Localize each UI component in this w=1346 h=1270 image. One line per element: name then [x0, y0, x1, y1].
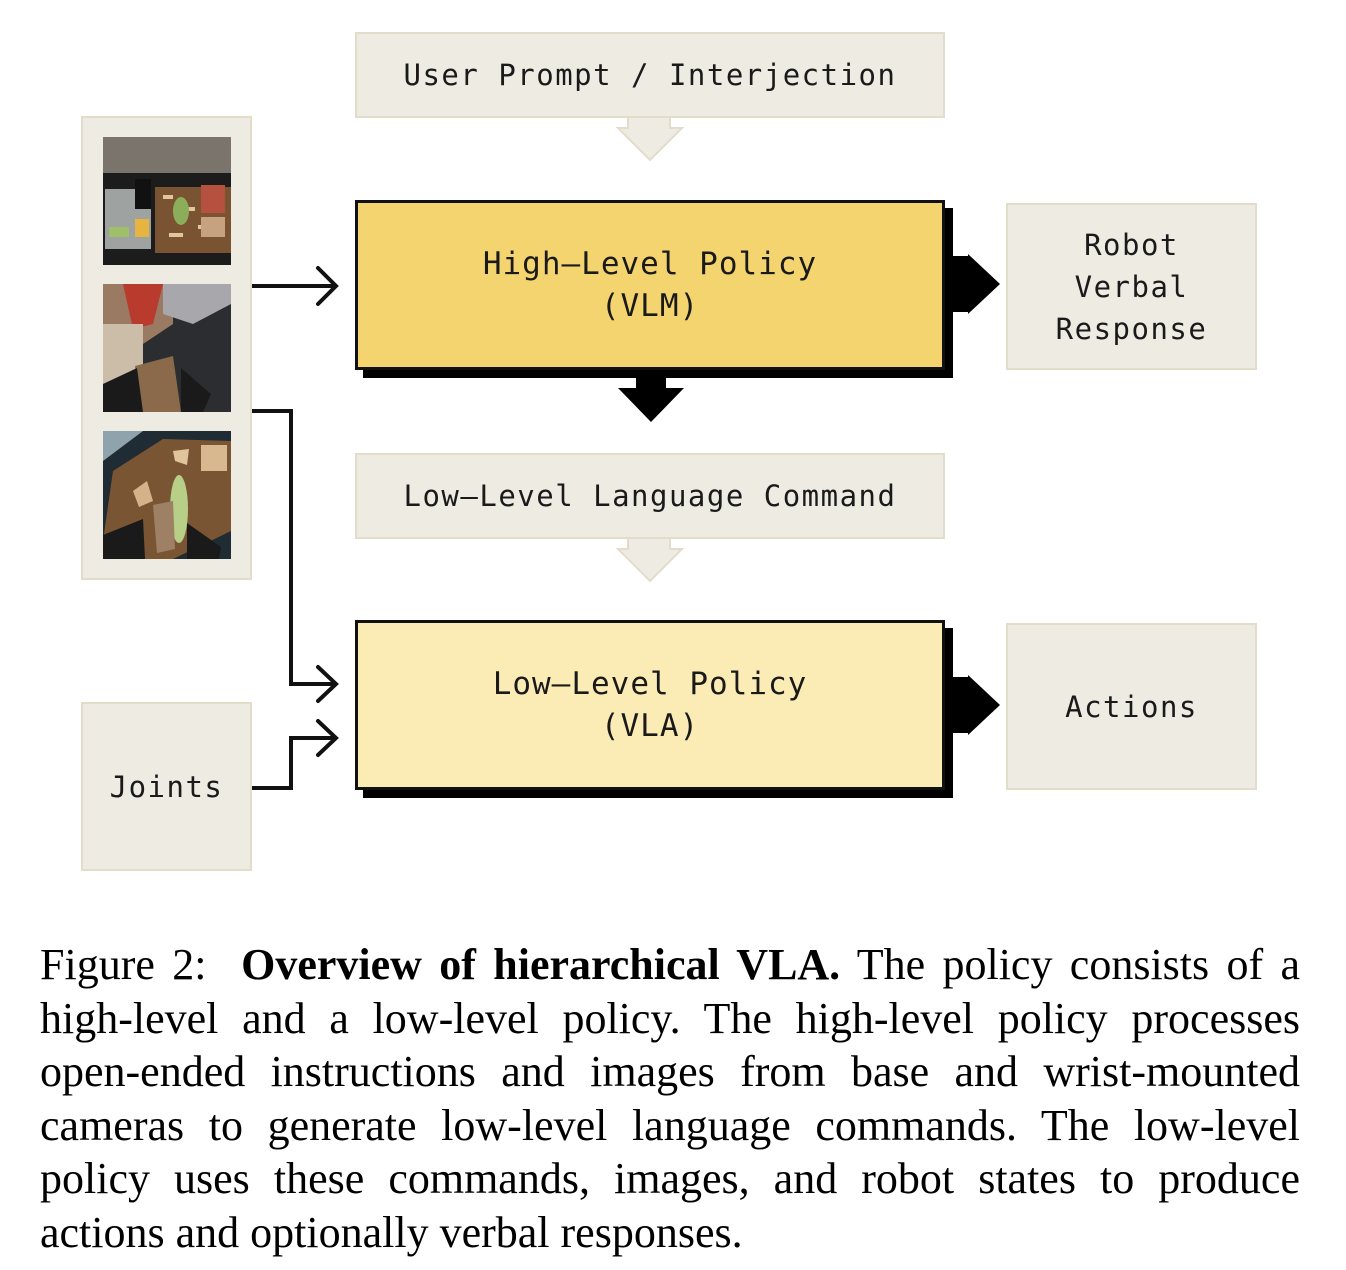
- high-to-command-arrow: [618, 374, 684, 422]
- low-level-policy-box: Low–Level Policy (VLA): [355, 620, 945, 790]
- images-to-high-arrow: [250, 266, 339, 306]
- caption-title: Overview of hierarchical VLA.: [241, 940, 841, 989]
- actions-label: Actions: [1065, 689, 1198, 724]
- caption-label: Figure 2:: [40, 940, 207, 989]
- robot-verbal-response-box: Robot Verbal Response: [1006, 203, 1257, 370]
- verbal-response-line-2: Verbal: [1074, 269, 1189, 304]
- camera-image-wrist-left: [103, 284, 231, 412]
- verbal-response-line-1: Robot: [1084, 227, 1179, 262]
- user-prompt-box: User Prompt / Interjection: [355, 32, 945, 118]
- joints-label: Joints: [109, 769, 224, 804]
- low-level-policy-title: Low–Level Policy: [492, 666, 808, 702]
- command-down-arrow: [615, 536, 685, 583]
- high-level-policy-title: High–Level Policy: [482, 246, 818, 282]
- prompt-down-arrow: [615, 115, 685, 162]
- verbal-response-line-3: Response: [1055, 311, 1208, 346]
- low-level-command-box: Low–Level Language Command: [355, 453, 945, 539]
- low-to-actions-arrow: [952, 675, 1000, 735]
- joints-to-low-arrow: [252, 719, 339, 790]
- high-to-verbal-arrow: [952, 254, 1000, 314]
- high-level-policy-box: High–Level Policy (VLM): [355, 200, 945, 370]
- high-level-policy-model: (VLM): [600, 288, 700, 324]
- user-prompt-label: User Prompt / Interjection: [403, 58, 897, 92]
- figure-caption: Figure 2: Overview of hierarchical VLA. …: [40, 938, 1300, 1259]
- camera-image-wrist-right: [103, 431, 231, 559]
- actions-box: Actions: [1006, 623, 1257, 790]
- low-level-command-label: Low–Level Language Command: [403, 479, 897, 513]
- low-level-policy-model: (VLA): [600, 708, 700, 744]
- images-to-low-arrow: [252, 409, 339, 703]
- caption-body: The policy consists of a high-level and …: [40, 940, 1300, 1257]
- camera-image-base: [103, 137, 231, 265]
- connectors-layer: [250, 115, 1000, 790]
- joints-box: Joints: [81, 702, 252, 871]
